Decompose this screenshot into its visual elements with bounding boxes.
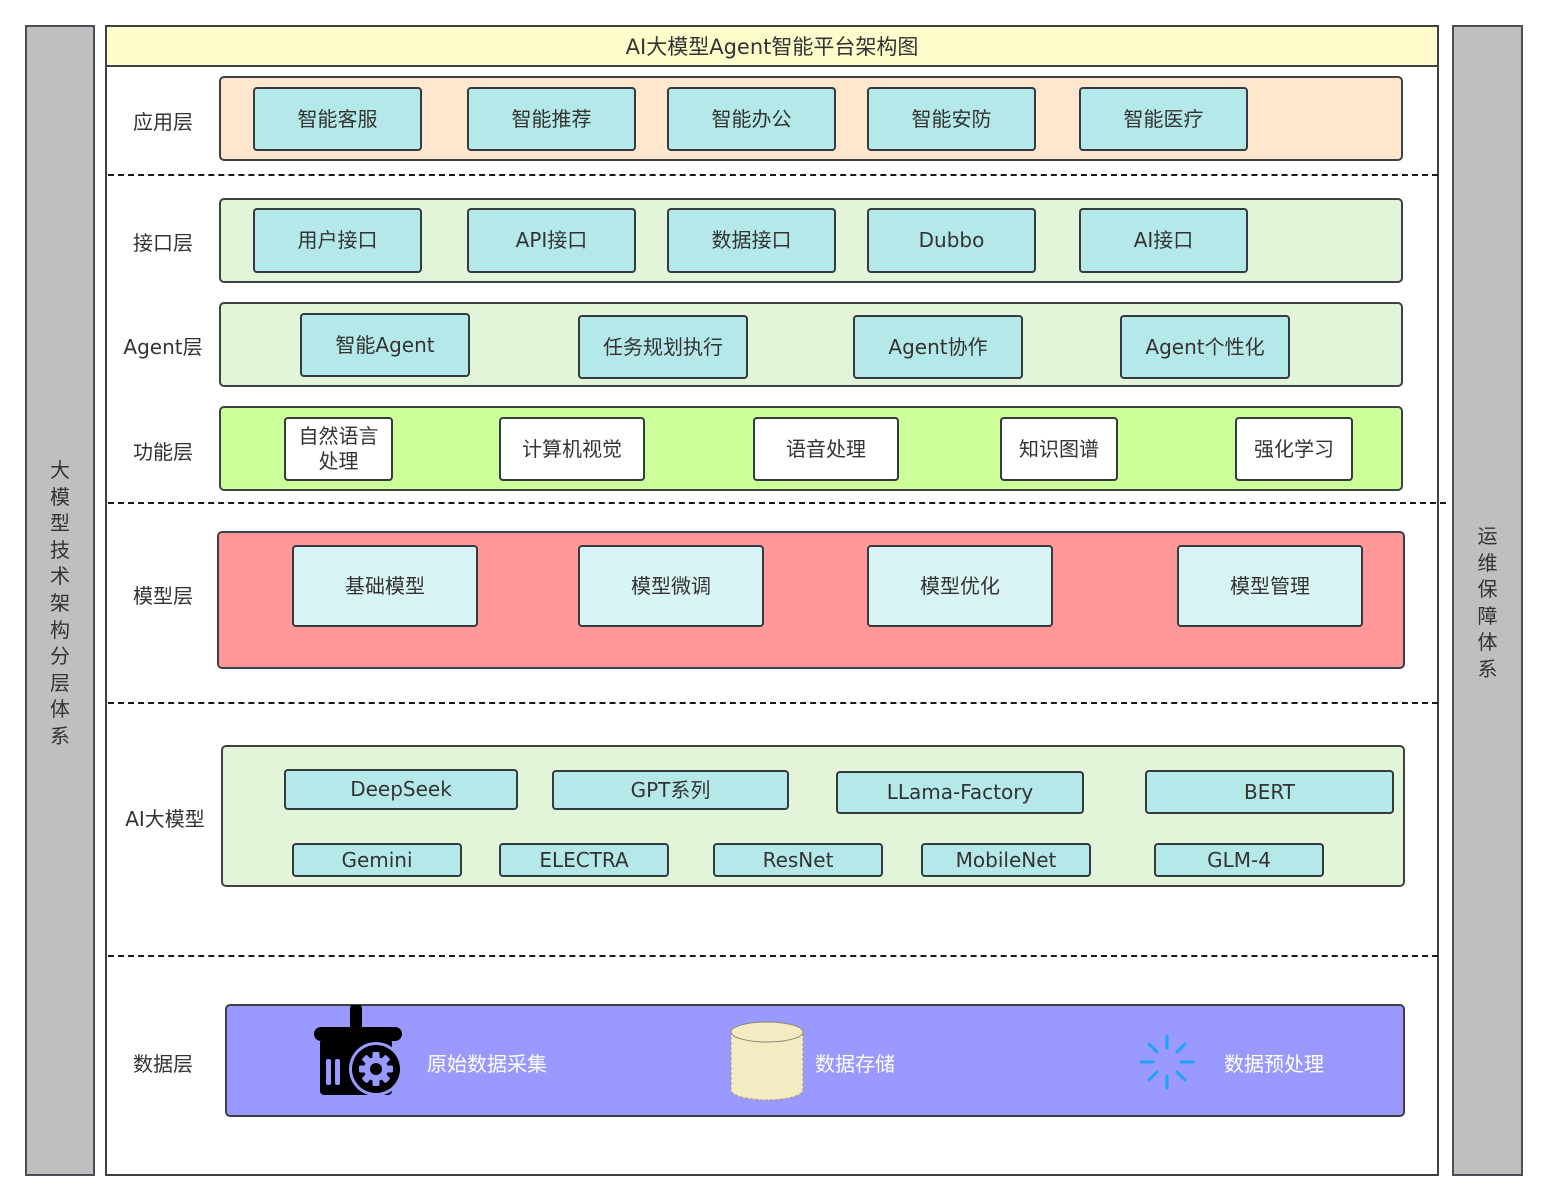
function-item[interactable]: 知识图谱 bbox=[1000, 417, 1118, 481]
model-item[interactable]: 基础模型 bbox=[292, 545, 478, 627]
model-item[interactable]: 模型微调 bbox=[578, 545, 764, 627]
app-item[interactable]: 智能客服 bbox=[253, 87, 422, 151]
function-item[interactable]: 强化学习 bbox=[1235, 417, 1353, 481]
model-item[interactable]: 模型优化 bbox=[867, 545, 1053, 627]
layer-label-agent: Agent层 bbox=[123, 334, 203, 359]
function-item[interactable]: 自然语言 处理 bbox=[284, 417, 393, 481]
separator-4 bbox=[108, 955, 1438, 957]
ai-model-item[interactable]: BERT bbox=[1145, 770, 1394, 814]
diagram-title: AI大模型Agent智能平台架构图 bbox=[105, 25, 1439, 67]
interface-item[interactable]: 用户接口 bbox=[253, 208, 422, 273]
function-item[interactable]: 计算机视觉 bbox=[499, 417, 645, 481]
layer-label-function: 功能层 bbox=[133, 439, 193, 464]
layer-label-interface: 接口层 bbox=[133, 230, 193, 255]
layer-label-data: 数据层 bbox=[133, 1051, 193, 1076]
interface-item[interactable]: AI接口 bbox=[1079, 208, 1248, 273]
separator-2 bbox=[108, 502, 1446, 504]
data-item-label: 原始数据采集 bbox=[427, 1052, 547, 1076]
loading-spinner-icon bbox=[1138, 1033, 1196, 1091]
layer-label-application: 应用层 bbox=[133, 109, 193, 134]
ai-model-item[interactable]: Gemini bbox=[292, 843, 462, 877]
ai-model-item[interactable]: MobileNet bbox=[921, 843, 1091, 877]
ai-model-item[interactable]: ResNet bbox=[713, 843, 883, 877]
ai-model-item[interactable]: GLM-4 bbox=[1154, 843, 1324, 877]
function-item[interactable]: 语音处理 bbox=[753, 417, 899, 481]
database-cylinder-icon bbox=[729, 1020, 805, 1102]
right-side-label: 运维保障体系 bbox=[1477, 524, 1498, 681]
data-collection-icon bbox=[312, 1005, 406, 1097]
app-item[interactable]: 智能安防 bbox=[867, 87, 1036, 151]
data-layer-panel bbox=[225, 1004, 1405, 1117]
ai-model-item[interactable]: LLama-Factory bbox=[836, 771, 1084, 814]
agent-item[interactable]: 智能Agent bbox=[300, 313, 470, 377]
ai-model-item[interactable]: DeepSeek bbox=[284, 769, 518, 810]
agent-item[interactable]: Agent协作 bbox=[853, 315, 1023, 379]
data-item-label: 数据存储 bbox=[815, 1052, 895, 1076]
interface-item[interactable]: Dubbo bbox=[867, 208, 1036, 273]
layer-label-model: 模型层 bbox=[133, 583, 193, 608]
left-side-label: 大模型技术架构分层体系 bbox=[50, 458, 70, 748]
app-item[interactable]: 智能推荐 bbox=[467, 87, 636, 151]
app-item[interactable]: 智能办公 bbox=[667, 87, 836, 151]
ai-model-item[interactable]: GPT系列 bbox=[552, 770, 789, 810]
interface-item[interactable]: API接口 bbox=[467, 208, 636, 273]
agent-item[interactable]: 任务规划执行 bbox=[578, 315, 748, 379]
layer-label-ai-models: AI大模型 bbox=[125, 806, 205, 831]
agent-item[interactable]: Agent个性化 bbox=[1120, 315, 1290, 379]
separator-1 bbox=[108, 174, 1438, 176]
app-item[interactable]: 智能医疗 bbox=[1079, 87, 1248, 151]
model-item[interactable]: 模型管理 bbox=[1177, 545, 1363, 627]
data-item-label: 数据预处理 bbox=[1224, 1052, 1324, 1076]
interface-item[interactable]: 数据接口 bbox=[667, 208, 836, 273]
left-side-bar: 大模型技术架构分层体系 bbox=[25, 25, 95, 1176]
ai-model-item[interactable]: ELECTRA bbox=[499, 843, 669, 877]
right-side-bar: 运维保障体系 bbox=[1452, 25, 1523, 1176]
separator-3 bbox=[108, 702, 1438, 704]
